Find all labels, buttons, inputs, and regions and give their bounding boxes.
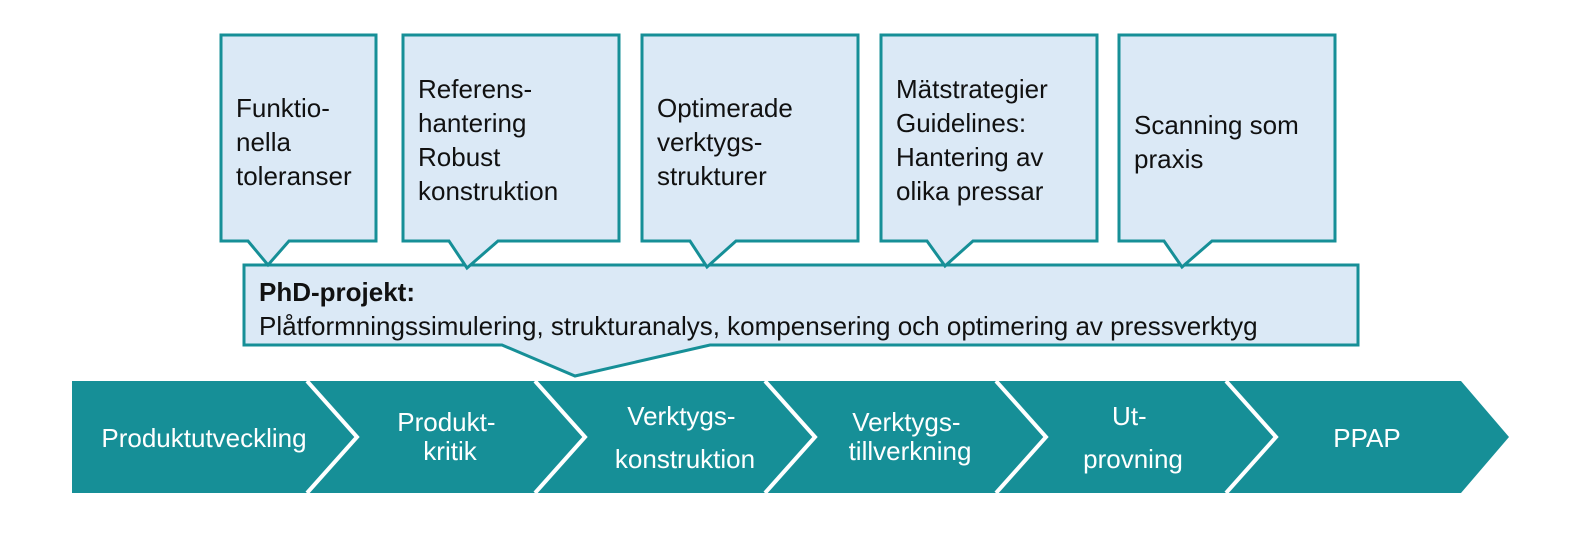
step-divider	[533, 379, 588, 495]
callout-box	[879, 33, 1099, 269]
step-verktygskonstruktion: Verktygs- konstruktion	[615, 401, 755, 474]
callout-optimerade-verktygsstrukturer: Optimerade verktygs- strukturer	[640, 33, 860, 270]
callout-row: Funktio- nella toleranser Referens- hant…	[219, 33, 1337, 271]
callout-box	[1117, 33, 1337, 270]
process-arrow-band: Produktutveckling Produkt- kritik Verkty…	[72, 379, 1509, 495]
phd-project-box	[242, 263, 1360, 378]
process-chevron-band	[72, 381, 1509, 493]
step-divider	[994, 379, 1049, 495]
callout-box	[219, 33, 378, 268]
callout-referenshantering: Referens- hantering Robust konstruktion	[401, 33, 621, 271]
phd-project-description: Plåtformningssimulering, strukturanalys,…	[259, 311, 1258, 341]
callout-funktionella-toleranser: Funktio- nella toleranser	[219, 33, 378, 268]
step-divider	[763, 379, 818, 495]
step-verktygstillverkning: Verktygs- tillverkning	[849, 407, 972, 466]
callout-label: Referens- hantering Robust konstruktion	[418, 74, 558, 206]
step-produktkritik: Produkt- kritik	[397, 407, 503, 466]
step-divider	[305, 379, 360, 495]
step-produktutveckling: Produktutveckling	[101, 423, 306, 453]
callout-label: Mätstrategier Guidelines: Hantering av o…	[896, 74, 1055, 206]
phd-project-callout: PhD-projekt: Plåtformningssimulering, st…	[242, 263, 1360, 378]
phd-project-title: PhD-projekt:	[259, 277, 415, 307]
callout-box	[640, 33, 860, 270]
step-utprovning: Ut- provning	[1083, 401, 1183, 474]
callout-label: Funktio- nella toleranser	[236, 93, 352, 191]
callout-label: Optimerade verktygs- strukturer	[657, 93, 800, 191]
callout-label: Scanning som praxis	[1134, 110, 1306, 174]
step-ppap: PPAP	[1333, 423, 1400, 453]
callout-scanning-som-praxis: Scanning som praxis	[1117, 33, 1337, 270]
callout-matstrategier: Mätstrategier Guidelines: Hantering av o…	[879, 33, 1099, 269]
callout-box	[401, 33, 621, 271]
step-divider	[1224, 379, 1279, 495]
